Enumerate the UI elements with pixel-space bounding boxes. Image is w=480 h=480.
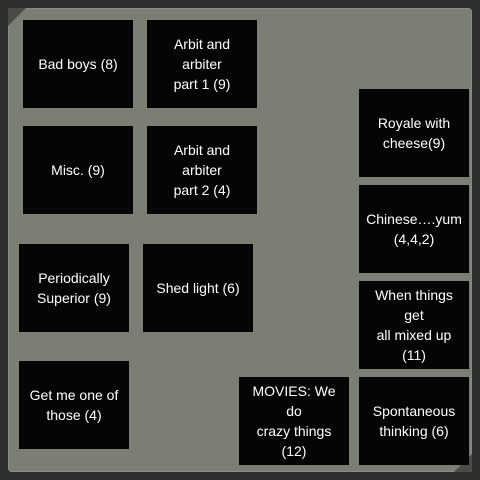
category-tile-arbit-part-2[interactable]: Arbit and arbiter part 2 (4): [147, 126, 257, 214]
category-tile-movies[interactable]: MOVIES: We do crazy things (12): [239, 377, 349, 465]
category-tile-chinese-yum[interactable]: Chinese….yum (4,4,2): [359, 185, 469, 273]
category-tile-misc[interactable]: Misc. (9): [23, 126, 133, 214]
category-tile-mixed-up[interactable]: When things get all mixed up (11): [359, 281, 469, 369]
category-tile-periodically-superior[interactable]: Periodically Superior (9): [19, 244, 129, 332]
category-tile-arbit-part-1[interactable]: Arbit and arbiter part 1 (9): [147, 20, 257, 108]
category-tile-shed-light[interactable]: Shed light (6): [143, 244, 253, 332]
category-tile-spontaneous-thinking[interactable]: Spontaneous thinking (6): [359, 377, 469, 465]
category-tile-get-me-one[interactable]: Get me one of those (4): [19, 361, 129, 449]
corner-shade-top-left: [8, 8, 26, 26]
category-tile-bad-boys[interactable]: Bad boys (8): [23, 20, 133, 108]
category-tile-royale-with-cheese[interactable]: Royale with cheese(9): [359, 89, 469, 177]
